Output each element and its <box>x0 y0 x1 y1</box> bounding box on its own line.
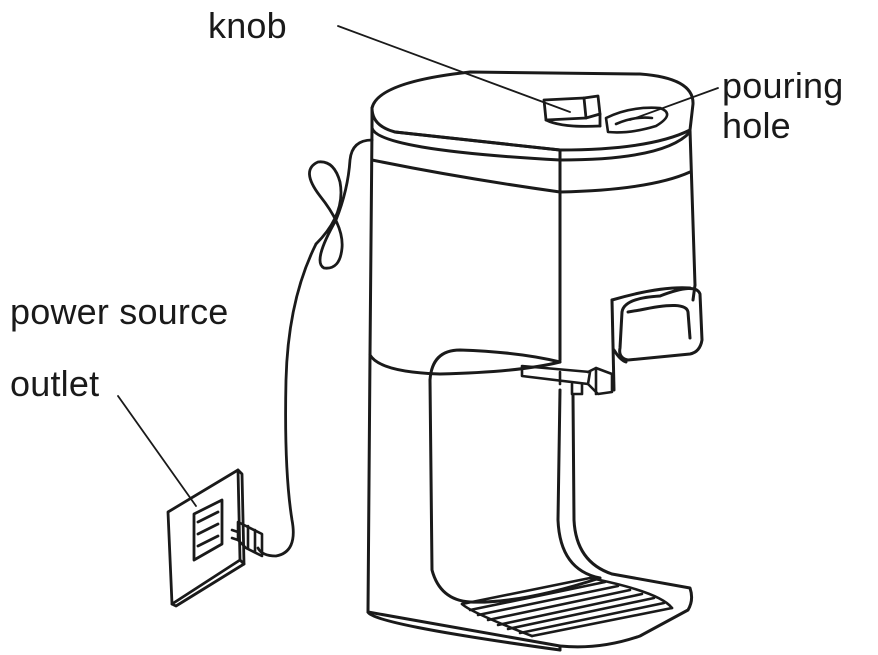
leader-lines <box>117 25 719 507</box>
knob-icon <box>542 94 602 128</box>
pouring-hole-label-line1: pouring <box>722 65 844 106</box>
power-source-label: power source <box>10 291 229 332</box>
pouring-hole-icon <box>604 106 669 134</box>
drip-tray <box>460 576 674 638</box>
dispenser-body <box>368 70 697 376</box>
wall-outlet <box>166 468 246 608</box>
dispenser-handle <box>610 286 704 392</box>
outlet-leader <box>117 395 197 507</box>
power-plug-icon <box>230 520 264 558</box>
dispenser-spout <box>520 364 614 396</box>
pouring-hole-leader <box>629 87 719 121</box>
pouring-hole-label-line2: hole <box>722 105 791 147</box>
power-cord <box>256 138 374 558</box>
dispenser-stand <box>366 348 694 652</box>
knob-leader <box>337 25 571 113</box>
pouring-hole-label: pouring hole <box>722 65 844 147</box>
knob-label: knob <box>208 5 287 46</box>
outlet-label: outlet <box>10 363 100 404</box>
